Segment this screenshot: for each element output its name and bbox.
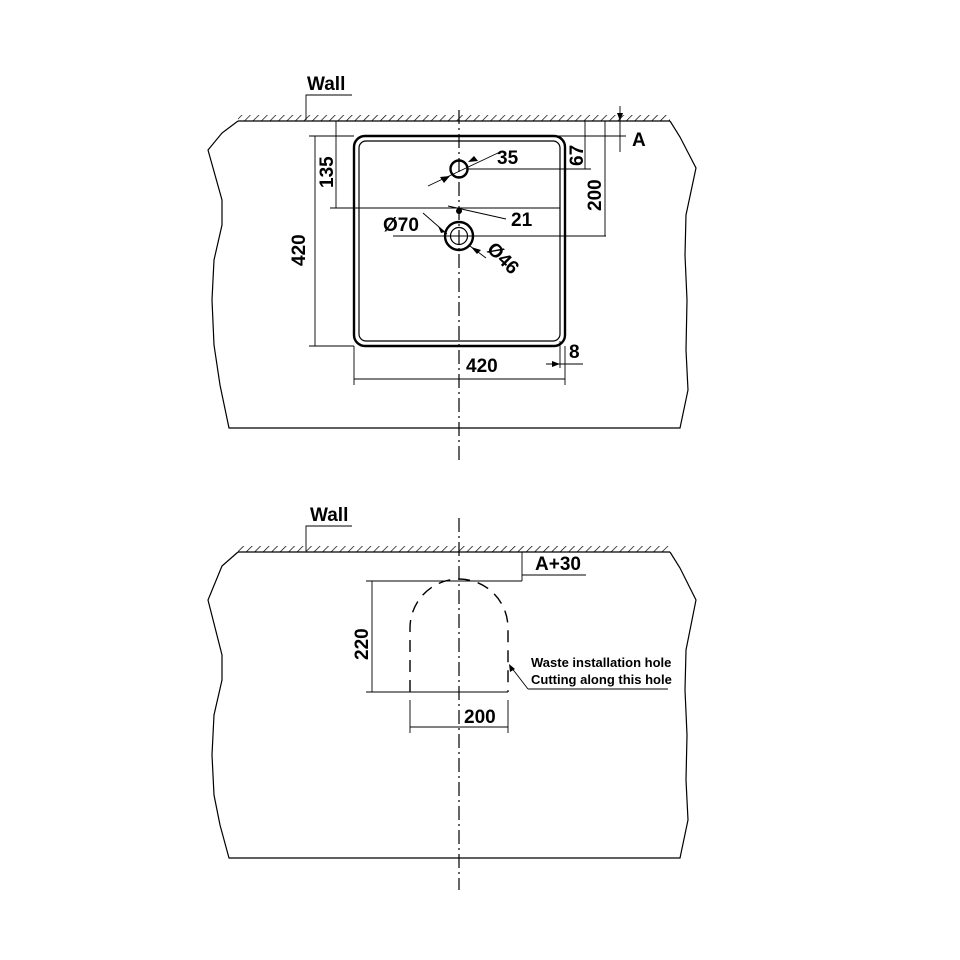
counter-outline-bottom xyxy=(207,551,697,859)
dim-cutout-width: 200 xyxy=(464,707,496,728)
note-leader xyxy=(510,666,529,690)
note-line-2: Cutting along this hole xyxy=(531,672,672,687)
tap-hole xyxy=(449,159,469,179)
dim-waste-to-wall: 200 xyxy=(585,179,606,211)
ref-a-label: A xyxy=(632,130,646,151)
waste-46-arrow xyxy=(471,247,481,254)
dim-width: 420 xyxy=(466,356,498,377)
bottom-view: Wall A+30 220 200 Waste installation hol… xyxy=(207,505,697,890)
wall-label-bottom: Wall xyxy=(310,505,348,526)
wall-leader-top xyxy=(305,94,352,120)
wall-hatch-top xyxy=(238,115,670,121)
dim-outer-waste: Ø70 xyxy=(383,215,419,236)
dim-rim: 8 xyxy=(569,342,580,363)
ref-a30-label: A+30 xyxy=(535,554,581,575)
dim-overflow: 21 xyxy=(511,210,533,231)
top-view: Wall 35 21 Ø70 Ø46 A xyxy=(207,74,697,462)
waste-70-arrow xyxy=(438,226,445,233)
wall-hatch-bottom xyxy=(238,546,670,552)
tap-arrow-out xyxy=(440,176,450,183)
dim-rim-arrow xyxy=(552,361,560,367)
dim-inner-waste: Ø46 xyxy=(482,239,522,279)
tap-arrow-in xyxy=(468,156,478,162)
dim-tap-offset: 67 xyxy=(567,145,588,166)
dim-tap-to-wall: 135 xyxy=(317,156,338,188)
wall-label-top: Wall xyxy=(307,74,345,95)
counter-outline-top xyxy=(207,120,697,429)
note-arrow xyxy=(509,664,515,672)
basin-inner xyxy=(358,140,561,342)
dim-cutout-height: 220 xyxy=(352,628,373,660)
wall-leader-bottom xyxy=(305,525,352,551)
dim-tap-hole: 35 xyxy=(497,148,519,169)
waste-cutout xyxy=(409,578,509,692)
ref-a-arrow xyxy=(617,113,623,121)
overflow-leader xyxy=(447,205,507,220)
note-line-1: Waste installation hole xyxy=(531,655,671,670)
tap-leader xyxy=(427,151,501,187)
overflow-hole xyxy=(456,208,462,214)
dim-depth: 420 xyxy=(289,234,310,266)
